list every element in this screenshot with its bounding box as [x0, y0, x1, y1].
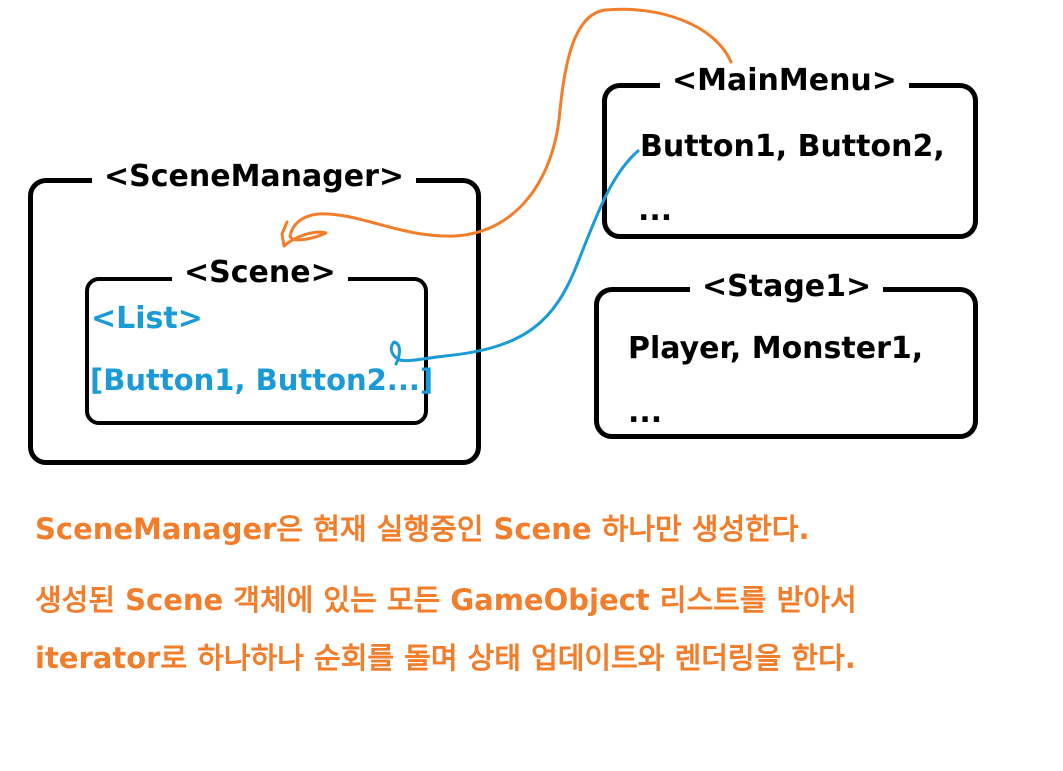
scene-title: <Scene> [172, 254, 348, 292]
blue-connector [389, 149, 640, 366]
stage1-title: <Stage1> [690, 268, 884, 306]
stage1-line1: Player, Monster1, [628, 331, 924, 366]
stage1-line2: ... [628, 395, 663, 430]
note-line-1: SceneManager은 현재 실행중인 Scene 하나만 생성한다. [35, 512, 810, 546]
main-menu-title: <MainMenu> [660, 62, 909, 100]
scene-list-label-text: <List [91, 301, 178, 336]
main-menu-line1: Button1, Button2, [640, 129, 945, 164]
scene-list-label-end: > [177, 301, 203, 336]
scene-manager-title: <SceneManager> [92, 158, 417, 196]
note-line-2: 생성된 Scene 객체에 있는 모든 GameObject 리스트를 받아서 [35, 583, 857, 617]
scene-list-items: [Button1, Button2...] [90, 363, 434, 397]
scene-list-label: <List> [91, 300, 203, 338]
note-line-3: iterator로 하나하나 순회를 돌며 상태 업데이트와 렌더링을 한다. [35, 641, 856, 675]
orange-connector [280, 7, 733, 248]
main-menu-line2: ... [638, 193, 673, 228]
